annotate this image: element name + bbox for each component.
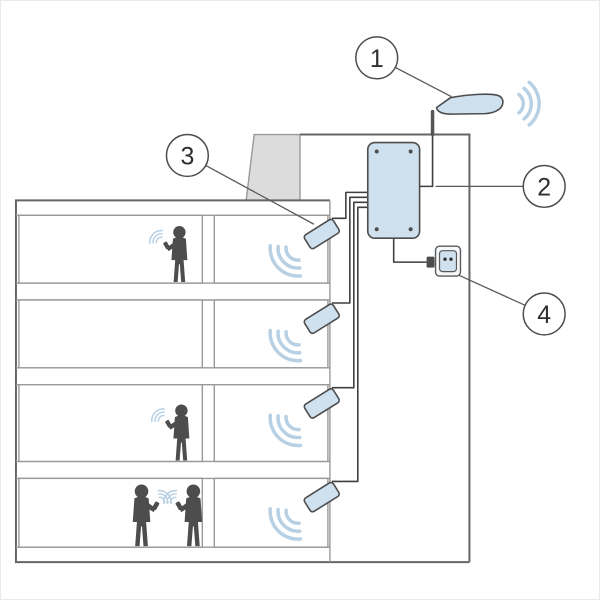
socket-hole <box>443 257 447 261</box>
outlet-socket <box>438 250 458 273</box>
roof-structure <box>245 133 301 202</box>
outdoor-antenna <box>430 80 541 137</box>
distribution-cable-1 <box>331 191 368 220</box>
callout-4: 4 <box>458 274 566 336</box>
power-cord <box>392 238 427 263</box>
power-outlet <box>426 245 462 277</box>
room-floor3-left <box>18 384 204 463</box>
screw-dot <box>408 227 413 232</box>
distribution-cable-4 <box>331 206 368 483</box>
room-floor4-left <box>18 477 204 548</box>
callout-1: 1 <box>355 36 452 98</box>
amplifier-unit <box>366 141 421 240</box>
callout-circle <box>355 36 399 80</box>
room-floor2-left <box>18 299 204 369</box>
callout-circle <box>165 133 210 178</box>
callout-number: 4 <box>537 301 551 329</box>
screw-dot <box>374 149 379 154</box>
tower-outline <box>300 133 471 563</box>
screw-dot <box>374 227 379 232</box>
power-plug <box>426 256 435 268</box>
donor-coax-cable <box>419 113 434 188</box>
distribution-cable-2 <box>331 196 368 304</box>
callout-3: 3 <box>165 133 315 225</box>
screw-dot <box>408 149 413 154</box>
callout-number: 2 <box>537 173 551 201</box>
callout-2: 2 <box>435 164 566 209</box>
room-floor1-left <box>18 214 204 284</box>
socket-hole <box>449 257 453 261</box>
distribution-cable-3 <box>331 201 368 389</box>
outdoor-antenna-body <box>435 93 504 115</box>
callout-number: 3 <box>180 142 194 170</box>
cabling <box>331 113 434 483</box>
amplifier-box <box>366 141 421 240</box>
callout-circle <box>522 292 566 336</box>
callout-number: 1 <box>370 45 384 73</box>
building-outline <box>14 199 470 564</box>
callout-circle <box>522 164 566 209</box>
outdoor-signal-waves-icon <box>517 80 541 127</box>
callout-leader-line <box>187 154 315 225</box>
building <box>14 133 471 564</box>
